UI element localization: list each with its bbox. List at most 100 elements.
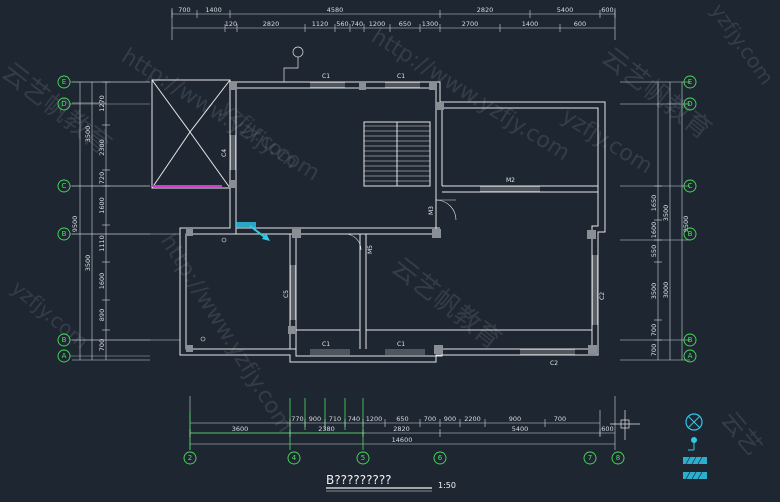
label-c4: C4 (221, 149, 228, 157)
watermark-fragment: 云艺 (715, 406, 767, 461)
top-dim-label: 2820 (477, 6, 494, 14)
axis-bubble-right-circle (683, 227, 697, 241)
left-dim-total: 9500 (71, 216, 79, 233)
bottom-dim-label: 3600 (232, 425, 249, 433)
cyan-arrow (236, 222, 270, 241)
hatch-bar-icon (683, 457, 707, 464)
right-dim-label: 700 (650, 324, 658, 336)
top-dim-label: 700 (178, 6, 190, 14)
right-dim-total: 9500 (682, 216, 690, 233)
right-dim-label: 1650 (650, 195, 658, 212)
left-dim-label: 1270 (98, 95, 106, 112)
bottom-dim-label: 700 (554, 415, 566, 423)
left-dim-label: 720 (98, 172, 106, 184)
axis-bubble-bottom: 6 (438, 454, 443, 462)
axis-bubble-left: E (62, 78, 66, 86)
drawing-title: B????????? (326, 473, 392, 487)
columns (186, 82, 597, 354)
top-dim-label: 120 (225, 20, 237, 28)
axis-bubble-bottom-circle (183, 451, 197, 465)
watermark-brand: 云艺帆教育 (386, 252, 507, 356)
top-dim-label: 560 (336, 20, 348, 28)
axis-bubble-right: A (688, 352, 693, 360)
axis-bubble-bottom-circle (356, 451, 370, 465)
pipe-node-icon (691, 437, 697, 443)
axis-bubble-bottom: 2 (188, 454, 192, 462)
label-c1: C1 (397, 73, 405, 80)
axis-bubble-right-circle (683, 333, 697, 347)
label-m5: M5 (367, 245, 374, 254)
drain-marker (283, 46, 304, 82)
axis-bubble-right-circle (683, 349, 697, 363)
bottom-dim-label: 650 (396, 415, 408, 423)
axis-bubble-bottom: 8 (616, 454, 620, 462)
label-c1: C1 (397, 341, 405, 348)
top-dim-label: 600 (574, 20, 586, 28)
axis-bubble-bottom-circle (287, 451, 301, 465)
bottom-dim-label: 1200 (366, 415, 383, 423)
fixture-circle (200, 336, 206, 342)
bottom-dim-label: 770 (291, 415, 303, 423)
axis-bubble-bottom-circle (583, 451, 597, 465)
stair-treads (364, 125, 430, 182)
axis-bubble-right: C (688, 182, 693, 190)
watermark-short: yzfjy.com (7, 275, 94, 353)
bottom-dim-label: 740 (348, 415, 360, 423)
top-dim-label: 1200 (369, 20, 386, 28)
axis-bubble-right-circle (683, 97, 697, 111)
left-dim-label: 700 (98, 339, 106, 351)
axis-bubble-right: B (688, 336, 693, 344)
top-dim-label: 1400 (522, 20, 539, 28)
hatch-block (236, 222, 256, 228)
windows (230, 82, 598, 355)
watermarks: http://www.yzfjy.com http://www.yzfjy.co… (0, 0, 779, 461)
right-dim-label: 3500 (662, 205, 670, 222)
watermark-short: yzfjy.com (557, 104, 657, 179)
top-dim-label: 600 (601, 6, 613, 14)
fixture-circle (221, 237, 227, 243)
axis-bubble-bottom: 4 (292, 454, 297, 462)
bottom-dim-label: 2200 (464, 415, 481, 423)
top-dim-label: 2700 (462, 20, 479, 28)
axis-bubble-right-circle (683, 179, 697, 193)
top-dim-label: 2820 (263, 20, 280, 28)
left-dim-label: 890 (98, 309, 106, 321)
top-dim-label: 740 (351, 20, 363, 28)
circle-x-symbol-icon (685, 413, 703, 431)
top-dim-label: 5400 (557, 6, 574, 14)
right-dim-label: 1600 (650, 222, 658, 239)
doors (344, 199, 457, 251)
label-c2: C2 (599, 292, 606, 300)
axis-bubble-right: D (687, 100, 692, 108)
label-m3: M3 (428, 206, 435, 215)
left-dim-label: 2300 (98, 139, 106, 156)
top-dim-label: 1120 (312, 20, 329, 28)
corner-crosshair (610, 410, 640, 440)
left-dim-label: 1600 (98, 197, 106, 214)
axis-bubble-left: A (62, 352, 67, 360)
bottom-dim-label: 900 (444, 415, 456, 423)
top-dim-label: 4580 (327, 6, 344, 14)
label-c2: C2 (550, 360, 558, 367)
axis-bubble-right: B (688, 230, 693, 238)
watermark-brand: 云艺帆教育 (596, 42, 717, 146)
watermark-url: http://www.yzfjy.com (367, 24, 574, 166)
left-dim-label: 1110 (98, 235, 106, 252)
axis-bubble-right-circle (683, 75, 697, 89)
watermark-short: yzfjy.com (706, 0, 779, 89)
top-dim-label: 650 (399, 20, 411, 28)
axis-bubble-left: B (62, 336, 67, 344)
legend (683, 413, 707, 480)
right-dim-label: 3500 (650, 283, 658, 300)
